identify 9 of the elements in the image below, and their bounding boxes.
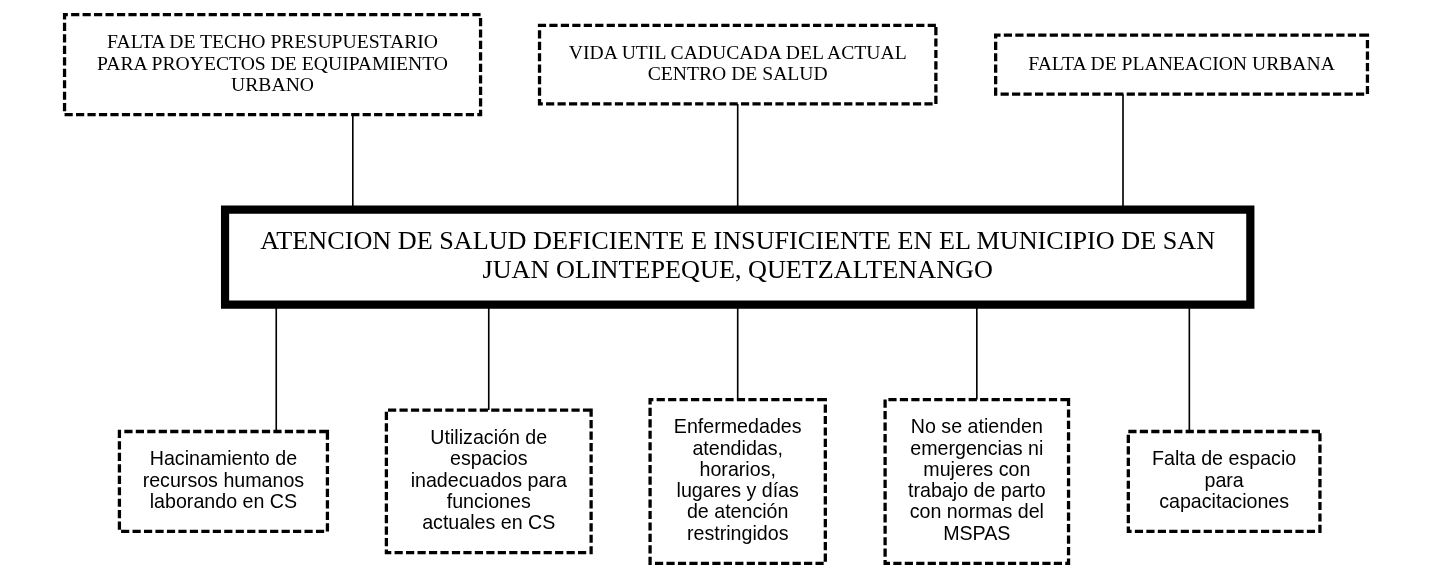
node-box: Enfermedades atendidas, horarios, lugares y días de atención restringidos	[648, 397, 827, 565]
node-box: Utilización de espacios inadecuados para funciones actuales en CS	[384, 408, 593, 555]
node-box: No se atienden emergencias ni mujeres con trabajo de parto con normas del MSPAS	[883, 397, 1071, 565]
node-box: Falta de espacio para capacitaciones	[1126, 429, 1322, 534]
node-box: FALTA DE TECHO PRESUPUESTARIO PARA PROYECTOS DE EQUIPAMIENTO URBANO	[62, 13, 483, 117]
node-box: VIDA UTIL CADUCADA DEL ACTUAL CENTRO DE SALUD	[537, 23, 938, 106]
node-box: FALTA DE PLANEACION URBANA	[994, 33, 1370, 96]
node-box: ATENCION DE SALUD DEFICIENTE E INSUFICIENTE EN EL MUNICIPIO DE SAN JUAN OLINTEPEQUE, QUETZALTENANGO	[220, 205, 1255, 309]
node-box: Hacinamiento de recursos humanos laborando en CS	[117, 429, 330, 534]
